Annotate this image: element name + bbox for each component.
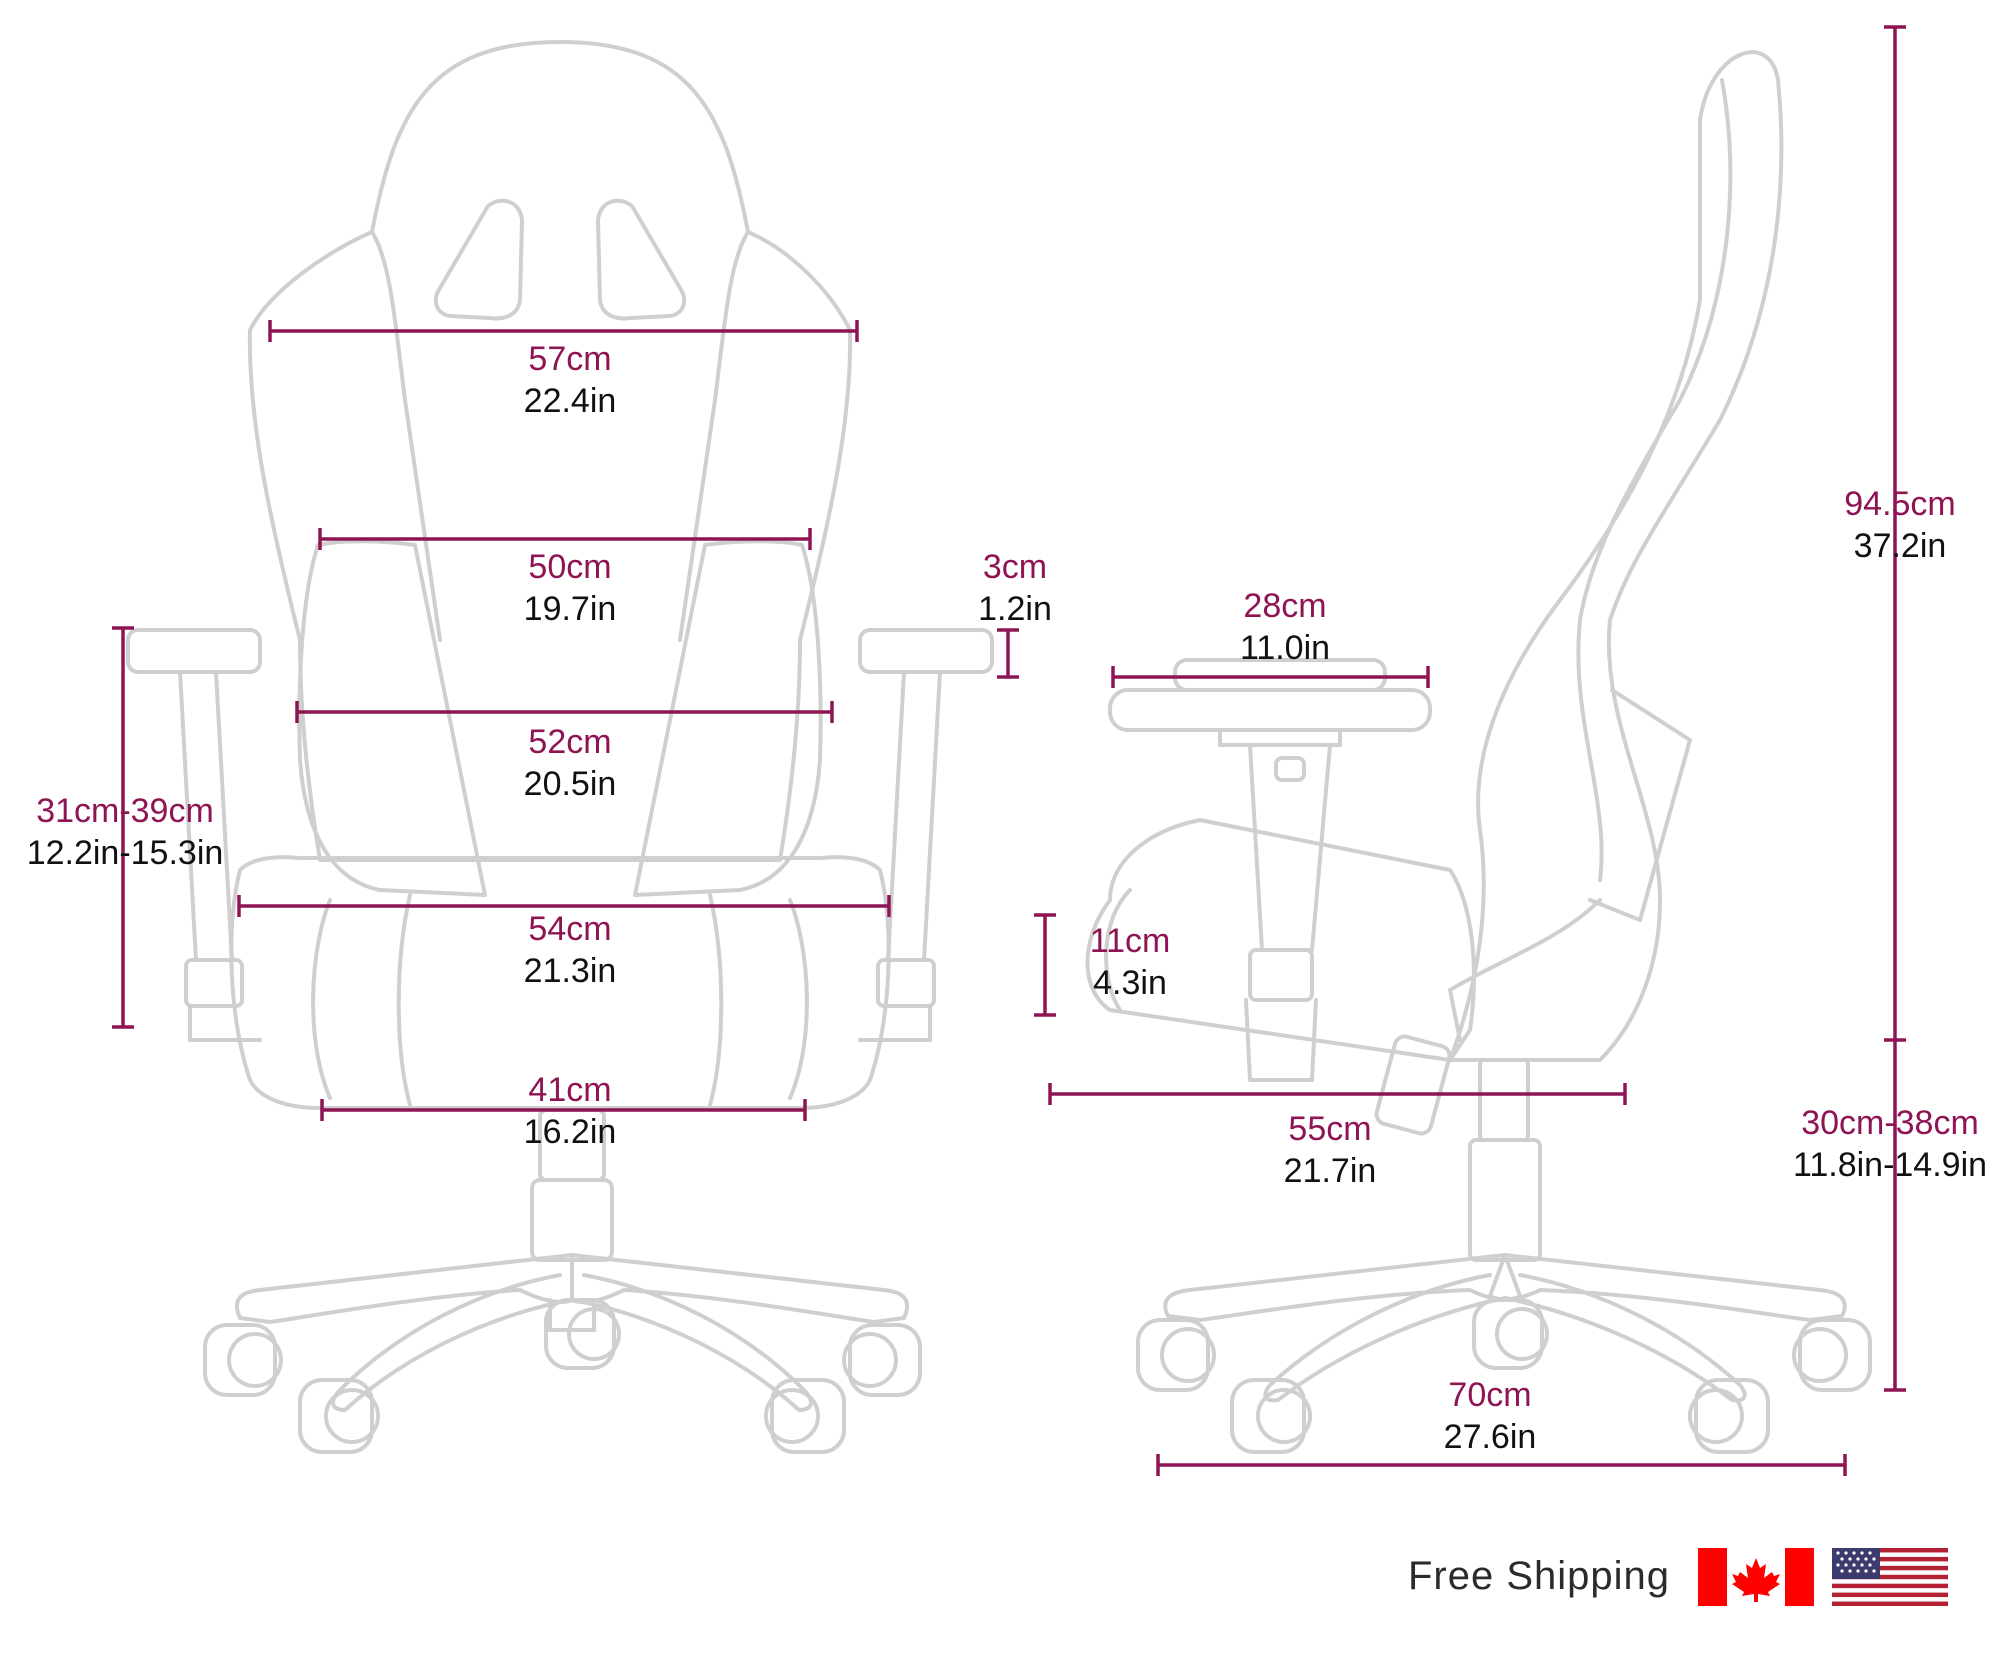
dim-line-backrest-mid-width: [318, 528, 812, 550]
dim-in: 21.3in: [523, 952, 617, 990]
dim-cm: 31cm-39cm: [36, 792, 214, 830]
dim-in: 37.2in: [1853, 527, 1947, 565]
label-armrest-thickness: 3cm 1.2in: [940, 546, 1090, 630]
dim-in: 22.4in: [523, 382, 617, 420]
dim-line-armrest-thickness: [997, 628, 1019, 679]
dim-cm: 30cm-38cm: [1801, 1104, 1979, 1142]
label-base-diameter: 70cm 27.6in: [1390, 1374, 1590, 1458]
dim-in: 4.3in: [1093, 964, 1167, 1002]
dim-cm: 94.5cm: [1844, 485, 1956, 523]
dim-cm: 3cm: [982, 548, 1048, 586]
dim-in: 21.7in: [1283, 1152, 1377, 1190]
usa-flag-icon: [1832, 1548, 1948, 1606]
dim-line-seat-cushion-thickness: [1034, 913, 1056, 1017]
dim-line-seat-inner-width: [320, 1099, 807, 1121]
dim-line-backrest-lower-width: [295, 701, 834, 723]
dim-in: 11.8in-14.9in: [1792, 1146, 1988, 1184]
dim-line-backrest-top-width: [268, 320, 859, 342]
free-shipping-text: Free Shipping: [1408, 1554, 1671, 1598]
shipping-footer: Free Shipping: [1400, 1540, 1980, 1620]
label-backrest-lower-width: 52cm 20.5in: [470, 721, 670, 805]
dim-line-armrest-height: [112, 626, 134, 1029]
dim-line-seat-height: [1884, 1040, 1906, 1392]
label-seat-width: 54cm 21.3in: [470, 908, 670, 992]
dim-in: 19.7in: [523, 590, 617, 628]
dim-cm: 70cm: [1448, 1376, 1532, 1414]
front-view-chair-outline: [126, 40, 994, 1454]
label-backrest-mid-width: 50cm 19.7in: [470, 546, 670, 630]
dim-in: 12.2in-15.3in: [26, 834, 224, 872]
dim-cm: 52cm: [528, 723, 612, 761]
dim-line-base-diameter: [1156, 1454, 1847, 1476]
dimension-lines: [112, 25, 1906, 1476]
dim-cm: 54cm: [528, 910, 612, 948]
dim-line-seat-width: [237, 895, 891, 917]
dim-in: 16.2in: [523, 1113, 617, 1151]
label-backrest-height: 94.5cm 37.2in: [1810, 483, 1990, 567]
label-seat-cushion-thickness: 11cm 4.3in: [1070, 920, 1190, 1004]
dim-in: 1.2in: [978, 590, 1052, 628]
dim-cm: 28cm: [1243, 587, 1327, 625]
side-view-chair-outline: [1085, 50, 1872, 1454]
label-seat-inner-width: 41cm 16.2in: [470, 1069, 670, 1153]
label-backrest-top-width: 57cm 22.4in: [470, 338, 670, 422]
dim-in: 20.5in: [523, 765, 617, 803]
dim-line-armrest-length: [1111, 666, 1430, 688]
canada-flag-icon: [1698, 1548, 1814, 1606]
label-armrest-height: 31cm-39cm 12.2in-15.3in: [10, 790, 240, 874]
label-armrest-length: 28cm 11.0in: [1185, 585, 1385, 669]
dim-in: 27.6in: [1443, 1418, 1537, 1456]
dim-cm: 11cm: [1089, 922, 1171, 960]
dim-in: 11.0in: [1239, 629, 1331, 667]
dim-cm: 41cm: [528, 1071, 612, 1109]
dim-cm: 55cm: [1288, 1110, 1372, 1148]
dim-cm: 57cm: [528, 340, 612, 378]
label-seat-height: 30cm-38cm 11.8in-14.9in: [1780, 1102, 2000, 1186]
dim-cm: 50cm: [528, 548, 612, 586]
dim-line-seat-depth: [1048, 1083, 1627, 1105]
label-seat-depth: 55cm 21.7in: [1230, 1108, 1430, 1192]
